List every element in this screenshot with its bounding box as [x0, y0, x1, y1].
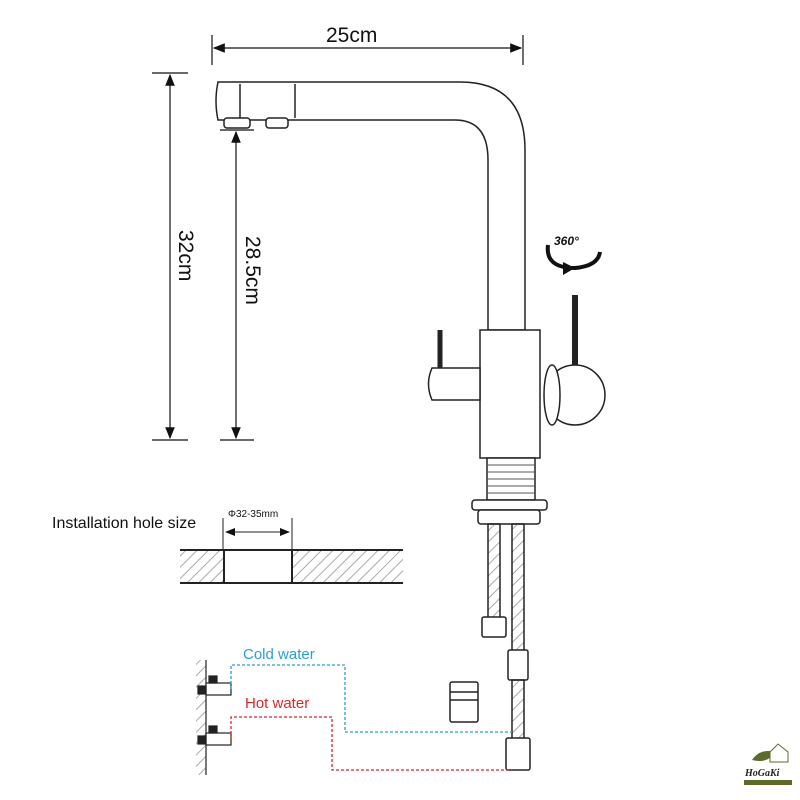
- svg-text:HoGaKi: HoGaKi: [744, 768, 780, 779]
- cold-water-label: Cold water: [243, 646, 315, 663]
- total-height-dimension: [152, 72, 188, 441]
- installation-hole-label: Installation hole size: [52, 515, 197, 532]
- hot-water-line: [230, 716, 512, 771]
- hot-water-label: Hot water: [245, 695, 310, 712]
- cold-water-line: [230, 664, 512, 733]
- rotation-360-icon: [545, 244, 602, 275]
- faucet: [215, 81, 606, 771]
- hogaki-logo: HoGaKi: [744, 743, 792, 785]
- total-height-label: 32cm: [174, 230, 197, 282]
- rotation-label: 360°: [554, 234, 579, 248]
- spout-height-label: 28.5cm: [241, 236, 264, 305]
- width-label: 25cm: [326, 24, 378, 47]
- spout-height-dimension: [220, 129, 254, 441]
- hole-diameter-label: Φ32-35mm: [228, 509, 279, 520]
- width-dimension: [211, 35, 524, 65]
- wall-valves: [196, 660, 232, 775]
- installation-hole-drawing: [180, 518, 403, 584]
